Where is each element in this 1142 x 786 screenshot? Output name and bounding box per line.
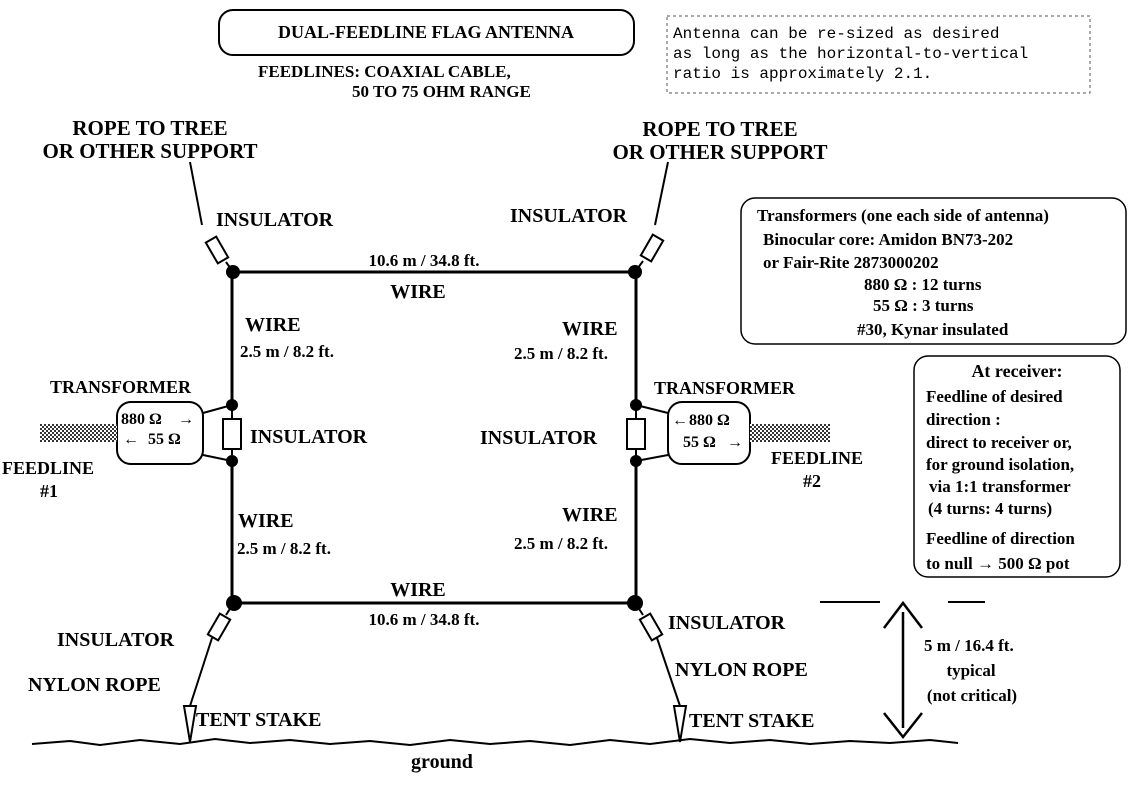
- height-line-2: typical: [946, 661, 995, 680]
- note-box: [666, 15, 1091, 94]
- height-line-3: (not critical): [927, 686, 1017, 705]
- insulator-left-middle: [222, 418, 242, 450]
- transformer-left-lead-top: [202, 404, 233, 414]
- insulator-bottom-left: [206, 612, 232, 642]
- insulator-bottom-right-lead: [635, 603, 644, 616]
- right-lower-wire-label: WIRE: [562, 504, 618, 526]
- insulator-bottom-left-label: INSULATOR: [57, 629, 175, 651]
- transformer-left-arrow-right: →: [178, 411, 194, 428]
- insulator-left-middle-label: INSULATOR: [250, 426, 368, 448]
- transformers-line-6: #30, Kynar insulated: [857, 320, 1009, 339]
- transformer-right-label: TRANSFORMER: [654, 378, 796, 398]
- top-wire-dim: 10.6 m / 34.8 ft.: [369, 251, 480, 270]
- height-line-1: 5 m / 16.4 ft.: [924, 636, 1014, 655]
- feedlines-line-1: FEEDLINES: COAXIAL CABLE,: [258, 62, 511, 81]
- rope-right-line-2: OR OTHER SUPPORT: [612, 140, 827, 164]
- bottom-wire-dim: 10.6 m / 34.8 ft.: [369, 610, 480, 629]
- rope-right-line-1: ROPE TO TREE: [642, 117, 797, 141]
- corner-top-right: [628, 265, 642, 279]
- note-line-2: as long as the horizontal-to-vertical: [673, 45, 1028, 63]
- corner-top-left: [226, 265, 240, 279]
- transformers-line-4: 880 Ω : 12 turns: [864, 275, 982, 294]
- left-lower-wire-label: WIRE: [238, 510, 294, 532]
- right-upper-wire-dim: 2.5 m / 8.2 ft.: [514, 344, 608, 363]
- right-lower-wire-dim: 2.5 m / 8.2 ft.: [514, 534, 608, 553]
- receiver-null-line-1: Feedline of direction: [926, 529, 1075, 548]
- right-upper-wire-label: WIRE: [562, 318, 618, 340]
- feedline-1-line-2: #1: [40, 481, 58, 501]
- receiver-line-2: direction :: [926, 410, 1001, 429]
- transformer-left-880: 880 Ω: [121, 411, 162, 428]
- height-arrow-down: [883, 712, 923, 740]
- transformer-left-label: TRANSFORMER: [50, 377, 192, 397]
- receiver-line-5: via 1:1 transformer: [929, 477, 1071, 496]
- tent-stake-left: [182, 705, 198, 743]
- feedlines-line-2: 50 TO 75 OHM RANGE: [352, 82, 531, 101]
- transformer-left-arrow-left: ←: [123, 431, 139, 448]
- tent-stake-right: [672, 705, 688, 743]
- top-wire-label: WIRE: [390, 281, 446, 303]
- tent-stake-right-label: TENT STAKE: [689, 710, 814, 732]
- insulator-bottom-right-label: INSULATOR: [668, 612, 786, 634]
- rope-left-line-2: OR OTHER SUPPORT: [42, 139, 257, 163]
- ground-label: ground: [411, 751, 473, 773]
- receiver-box: [913, 355, 1121, 578]
- transformers-line-3: or Fair-Rite 2873000202: [763, 253, 939, 272]
- receiver-line-4: for ground isolation,: [926, 455, 1074, 474]
- feedline-2-coax: [750, 424, 830, 442]
- insulator-top-right: [639, 233, 665, 263]
- left-upper-wire-label: WIRE: [245, 314, 301, 336]
- transformer-right-55: 55 Ω: [683, 434, 716, 451]
- ground-line: [31, 737, 959, 747]
- insulator-right-middle-label: INSULATOR: [480, 427, 598, 449]
- left-upper-wire-dim: 2.5 m / 8.2 ft.: [240, 342, 334, 361]
- insulator-top-left-label: INSULATOR: [216, 209, 334, 231]
- rope-right-top: [654, 161, 669, 226]
- receiver-line-6: (4 turns: 4 turns): [928, 499, 1052, 518]
- transformers-box: [740, 197, 1127, 345]
- feedline-2-line-1: FEEDLINE: [771, 448, 863, 468]
- rope-left-top: [189, 161, 203, 226]
- feedline-1-line-1: FEEDLINE: [2, 458, 94, 478]
- transformer-right-lead-bottom: [635, 454, 669, 462]
- rope-left-line-1: ROPE TO TREE: [72, 116, 227, 140]
- insulator-top-left: [204, 235, 230, 265]
- nylon-rope-right-label: NYLON ROPE: [675, 659, 808, 681]
- receiver-line-1: Feedline of desired: [926, 387, 1063, 406]
- insulator-bottom-right: [638, 612, 664, 642]
- height-arrow-up: [883, 600, 923, 629]
- feedline-1-coax: [40, 424, 117, 442]
- title: DUAL-FEEDLINE FLAG ANTENNA: [278, 22, 574, 42]
- transformer-left-lead-bottom: [202, 454, 233, 462]
- left-lower-wire-dim: 2.5 m / 8.2 ft.: [237, 539, 331, 558]
- receiver-line-3: direct to receiver or,: [926, 433, 1072, 452]
- feedline-2-line-2: #2: [803, 471, 821, 491]
- receiver-title: At receiver:: [971, 361, 1062, 381]
- transformers-line-1: Transformers (one each side of antenna): [757, 206, 1049, 225]
- insulator-bottom-left-lead: [225, 603, 234, 616]
- bottom-wire-label: WIRE: [390, 579, 446, 601]
- tent-stake-left-label: TENT STAKE: [196, 709, 321, 731]
- title-box: [218, 9, 635, 56]
- transformer-right-arrow-right: →: [727, 434, 743, 451]
- receiver-null-line-2: to null → 500 Ω pot: [926, 554, 1070, 573]
- nylon-rope-left: [189, 637, 213, 707]
- transformer-right-arrow-left: ←: [672, 412, 688, 429]
- insulator-right-middle: [626, 418, 646, 450]
- insulator-top-right-label: INSULATOR: [510, 205, 628, 227]
- nylon-rope-left-label: NYLON ROPE: [28, 674, 161, 696]
- note-line-1: Antenna can be re-sized as desired: [673, 25, 999, 43]
- corner-bottom-left: [226, 595, 242, 611]
- transformers-line-5: 55 Ω : 3 turns: [873, 296, 974, 315]
- transformer-left-55: 55 Ω: [148, 431, 181, 448]
- note-line-3: ratio is approximately 2.1.: [673, 65, 932, 83]
- transformer-right-880: 880 Ω: [689, 412, 730, 429]
- nylon-rope-right: [656, 637, 681, 707]
- corner-bottom-right: [627, 595, 643, 611]
- transformer-right-lead-top: [635, 404, 669, 414]
- transformers-line-2: Binocular core: Amidon BN73-202: [763, 230, 1013, 249]
